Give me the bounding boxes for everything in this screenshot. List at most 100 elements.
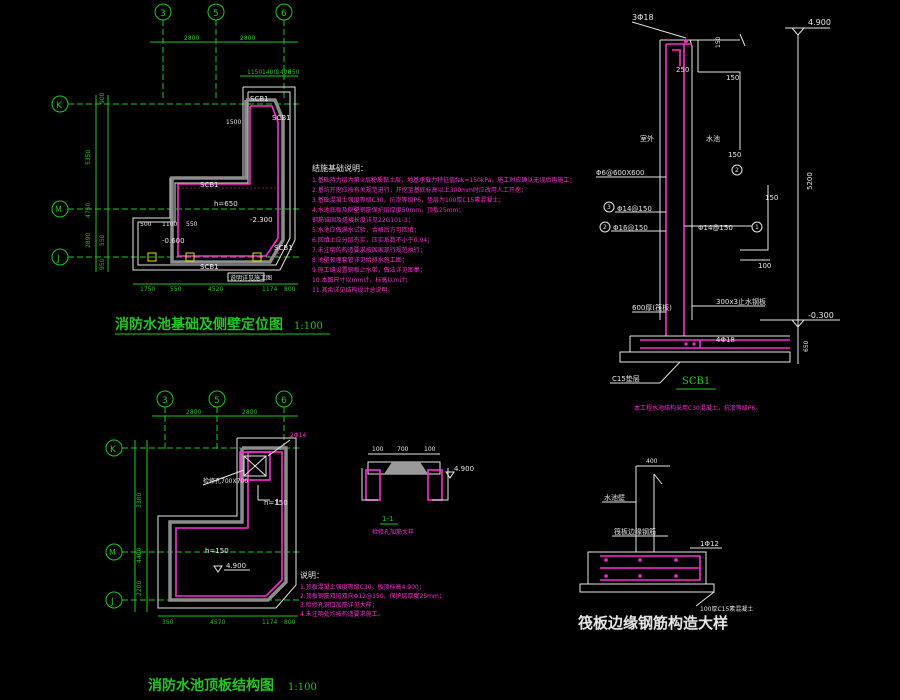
note-line: 9.施工缝设置钢板止水带，做法详见图集；	[312, 266, 426, 274]
plan2-title: 消防水池顶板结构图	[148, 677, 274, 694]
axis-label: J	[110, 597, 114, 607]
circle-tag: 3	[607, 204, 611, 211]
scb1-title: SCB1	[682, 376, 710, 387]
note-label: 说明详见施工图	[230, 274, 272, 282]
axis-label: M	[109, 548, 116, 557]
elevation-text: -2.300	[250, 216, 273, 224]
waterstop-label: 300x3止水钢板	[716, 297, 766, 306]
note-line: 7.未注明的构造要求按国家现行规范执行；	[312, 246, 426, 254]
circle-tag: 2	[735, 167, 739, 174]
scb1-note: 本工程水池结构采用C30混凝土，抗渗等级P6。	[634, 404, 761, 412]
detail-title: 筏板边缘钢筋构造大样	[578, 614, 728, 632]
plan2: 3 5 6 2800 2800 K M J 3300 4400 2200	[105, 390, 445, 694]
bar-label: Φ14@150	[617, 205, 652, 213]
note-line: 1.基础持力层为第②层粉质黏土层，地基承载力特征值fak=150kPa，施工时应…	[312, 176, 575, 184]
section-title: 1-1	[382, 515, 393, 523]
dim-text: 1100	[162, 221, 177, 228]
dim-text: 150	[726, 74, 739, 82]
dim-text: 150	[728, 151, 741, 159]
circle-tag: 1	[755, 224, 759, 231]
note-line: 3.基础混凝土强度等级C30，抗渗等级P6，垫层为100厚C15素混凝土；	[312, 196, 504, 204]
elevation-text: 4.900	[808, 18, 831, 27]
dim-text: 3300	[136, 493, 143, 508]
scb1-section: 3Φ18 150 250 150 150 室外 水池 Φ6@600X600 15…	[596, 13, 840, 412]
dim-text: 2800	[186, 409, 201, 416]
axis-label: K	[56, 101, 63, 111]
dim-text: 5200	[806, 172, 814, 190]
elevation-text: 4.900	[454, 465, 474, 473]
dim-text: 1500	[226, 119, 241, 126]
dim-text: 550	[99, 234, 106, 246]
axis-label: 3	[160, 9, 166, 19]
bar-label: 2Φ14	[290, 432, 306, 439]
dim-text: 900	[99, 92, 106, 104]
dim-text: 550	[170, 286, 182, 293]
dim-text: 150	[765, 194, 778, 202]
dim-text: 150	[715, 36, 722, 48]
dim-text: 2800	[184, 35, 199, 42]
dim-text: 5350	[85, 150, 92, 165]
wall-tag: SCB1	[250, 95, 269, 103]
axis-label: 6	[281, 396, 287, 406]
section-tag: 1	[275, 498, 280, 507]
plan2-scale: 1:100	[288, 682, 317, 693]
dim-text: 1400	[276, 69, 291, 76]
foundation-notes: 结施基础说明： 1.基础持力层为第②层粉质黏土层，地基承载力特征值fak=150…	[312, 163, 575, 294]
dim-text: 350	[162, 619, 174, 626]
note-line: 8.池壁预埋套管详见给排水施工图；	[312, 256, 408, 264]
note-line: 10.本图尺寸以mm计，标高以m计；	[312, 276, 411, 284]
bar-label: Φ16@150	[613, 224, 648, 232]
plan1: 3 5 6 2800 2800 1150 1400 1400 850 K M J…	[51, 3, 330, 335]
note-line: 4.未注明处均按构造要求施工。	[300, 610, 384, 618]
raft-detail: 400 水池壁 筏板边缘钢筋 1Φ12 100厚C15素混凝土 筏板边缘钢筋构造…	[578, 458, 753, 632]
plan2-notes-title: 说明：	[300, 570, 324, 580]
dim-text: 100	[424, 446, 436, 453]
opening-label: 检修孔700X700	[203, 477, 248, 485]
dim-text: 650	[803, 340, 810, 352]
dim-text: 2800	[240, 35, 255, 42]
axis-label: 5	[213, 9, 219, 19]
elevation-text: h=650	[214, 200, 238, 208]
axis-label: 6	[281, 9, 287, 19]
slab-label: 筏板边缘钢筋	[614, 527, 656, 536]
note-line: 2.基坑开挖应按有关规范进行，开挖至基底标高以上300mm时应改用人工开挖；	[312, 186, 527, 194]
plan1-title: 消防水池基础及侧壁定位图	[115, 316, 283, 333]
elevation-text: -0.300	[808, 311, 834, 320]
plan1-scale: 1:100	[294, 321, 323, 332]
dim-text: 400	[646, 458, 658, 465]
wall-tag: SCB1	[200, 181, 219, 189]
slab-thickness: h=150	[205, 547, 229, 555]
dim-text: 2800	[242, 409, 257, 416]
water-label: 水池	[706, 134, 720, 143]
dim-text: 2890	[85, 233, 92, 248]
note-line: 5.水池应做满水试验，合格后方可回填；	[312, 226, 420, 234]
dim-text: 950	[99, 258, 106, 270]
axis-label: 5	[214, 396, 220, 406]
dim-text: 1400	[262, 69, 277, 76]
note-line: 4.水池底板及侧壁钢筋保护层厚度50mm，顶板25mm；	[312, 206, 464, 214]
bar-label: 3Φ18	[632, 13, 654, 22]
wall-tag: SCB1	[200, 263, 219, 271]
dim-text: 1150	[247, 69, 262, 76]
dim-text: 1174	[262, 286, 277, 293]
dim-text: 4750	[85, 203, 92, 218]
note-line: 6.回填土应分层夯实，压实系数不小于0.94；	[312, 236, 433, 244]
dim-text: 700	[397, 446, 409, 453]
elevation-text: 4.900	[226, 562, 246, 570]
axis-label: 3	[162, 396, 168, 406]
dim-text: 1174	[262, 619, 277, 626]
axis-label: J	[56, 254, 60, 264]
dim-text: 4520	[208, 286, 223, 293]
slab-label: 600厚(筏板)	[632, 303, 672, 312]
note-line: 1.顶板混凝土强度等级C30，板顶标高4.900；	[300, 583, 425, 591]
dim-text: 100	[372, 446, 384, 453]
bar-label: Φ14@150	[698, 224, 733, 232]
circle-tag: 2	[603, 224, 607, 231]
bar-label: 4Φ18	[716, 336, 735, 344]
axis-label: M	[55, 205, 62, 214]
slab-thickness: h=150	[264, 499, 288, 507]
outside-label: 室外	[640, 134, 654, 143]
wall-label: 水池壁	[604, 493, 625, 502]
dim-text: 550	[186, 221, 198, 228]
